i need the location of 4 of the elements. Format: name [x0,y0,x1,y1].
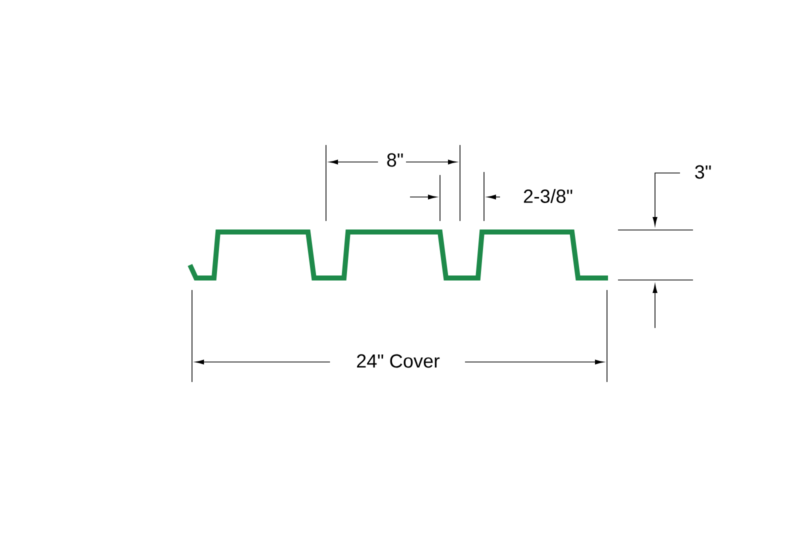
dimension-text: 8" [387,153,403,167]
dimension-text: 2-3/8" [524,189,572,203]
dimension-text: 24" Cover [357,354,440,368]
dimension-text: 3" [695,165,711,179]
